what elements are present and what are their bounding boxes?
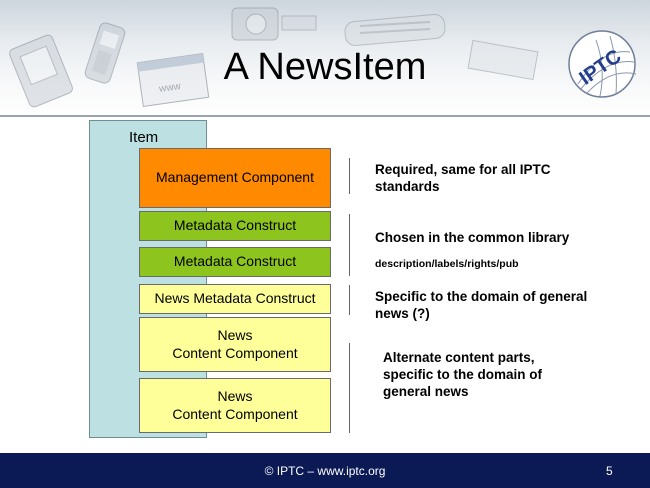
metadata-construct-1-label: Metadata Construct <box>173 217 297 234</box>
footer-copyright: © IPTC – www.iptc.org <box>264 464 386 478</box>
iptc-logo-icon: IPTC <box>568 30 637 98</box>
phone-icon <box>84 22 126 84</box>
header-banner: www A NewsItem IPTC <box>0 0 650 118</box>
management-component: Management Component <box>139 148 331 208</box>
pda-icon <box>9 34 73 108</box>
note-metadata-detail: description/labels/rights/pub <box>375 258 519 270</box>
metadata-construct-1: Metadata Construct <box>139 211 331 241</box>
header-rule <box>0 115 650 117</box>
metadata-construct-2-label: Metadata Construct <box>173 253 297 270</box>
www-label: www <box>157 81 182 95</box>
note-management: Required, same for all IPTC standards <box>375 162 551 194</box>
separator-news-metadata <box>349 285 350 315</box>
news-content-2-line2: Content Component <box>172 405 298 422</box>
news-content-1-line2: Content Component <box>172 344 298 361</box>
note-content: Alternate content parts, specific to the… <box>383 350 543 399</box>
footer-bar: © IPTC – www.iptc.org 5 <box>0 453 650 488</box>
newspaper-icon <box>344 14 539 81</box>
separator-metadata <box>349 214 350 276</box>
news-content-component-2: News Content Component <box>139 378 331 433</box>
item-label: Item <box>129 129 159 146</box>
separator-management <box>349 158 350 194</box>
note-news-metadata: Specific to the domain of general news (… <box>375 289 588 321</box>
camera-icon <box>231 7 317 41</box>
news-content-1-line1: News <box>217 327 253 343</box>
note-metadata: Chosen in the common library <box>375 230 570 245</box>
news-content-component-1: News Content Component <box>139 317 331 372</box>
browser-icon: www <box>136 53 210 107</box>
slide-title: A NewsItem <box>223 46 427 88</box>
separator-content <box>349 343 350 433</box>
news-metadata-construct: News Metadata Construct <box>139 284 331 314</box>
page-number: 5 <box>606 464 613 478</box>
news-metadata-construct-label: News Metadata Construct <box>154 290 316 307</box>
management-component-label: Management Component <box>156 169 314 186</box>
news-content-2-line1: News <box>217 388 253 404</box>
banner-illustration: www <box>9 7 539 108</box>
metadata-construct-2: Metadata Construct <box>139 247 331 277</box>
